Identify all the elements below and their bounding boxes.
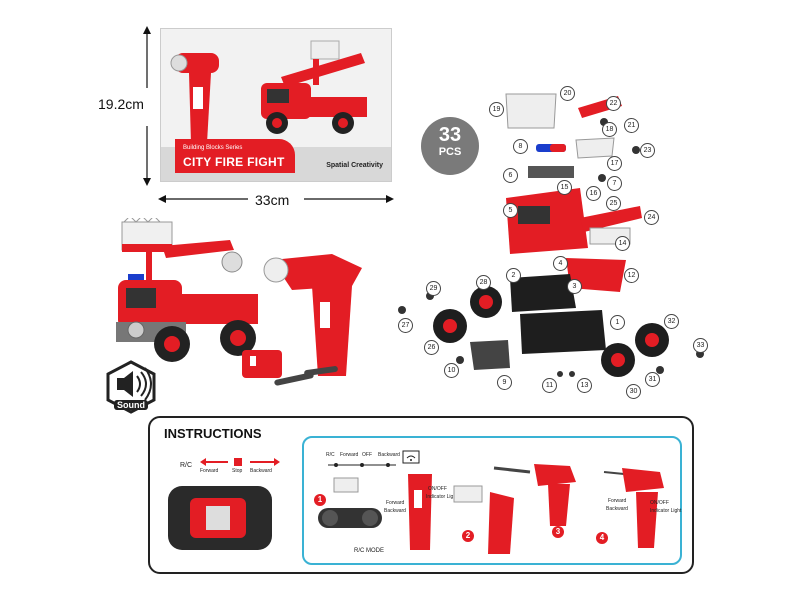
- width-dimension-label: 33cm: [255, 192, 290, 208]
- instructions-panel: INSTRUCTIONS R/C Forward Stop Backward R…: [148, 416, 694, 574]
- box-spatial-text: Spatial Creativity: [326, 162, 383, 169]
- battery-pack: [242, 350, 282, 378]
- pieces-unit: PCS: [438, 146, 462, 158]
- chassis-bottom-view: [168, 486, 272, 550]
- step-2-badge: 2: [462, 530, 474, 542]
- part-label: 21: [624, 118, 639, 133]
- box-series-text: Building Blocks Series: [183, 145, 243, 151]
- part-label: 15: [557, 180, 572, 195]
- assembled-fire-truck: [116, 218, 258, 362]
- part-label: 33: [693, 338, 708, 353]
- step-4-illustration: [603, 468, 664, 548]
- part-label: 31: [645, 372, 660, 387]
- step4-backward-label: Backward: [606, 506, 628, 512]
- step-4-badge: 4: [596, 532, 608, 544]
- product-box: Building Blocks Series CITY FIRE FIGHT S…: [160, 28, 392, 182]
- part-label: 8: [513, 139, 528, 154]
- part-label: 12: [624, 268, 639, 283]
- part-label: 19: [489, 102, 504, 117]
- step4-indicator-light-label: Indicator Light: [650, 508, 682, 514]
- dial-forward-label: Forward: [340, 452, 359, 458]
- part-label: 1: [610, 315, 625, 330]
- step-1-badge: 1: [314, 494, 326, 506]
- step-3-badge: 3: [552, 526, 564, 538]
- rc-mode-label: R/C MODE: [354, 548, 384, 554]
- part-label: 2: [506, 268, 521, 283]
- part-label: 18: [602, 122, 617, 137]
- part-label: 28: [476, 275, 491, 290]
- part-label: 26: [424, 340, 439, 355]
- remote-forward-label: Forward: [386, 500, 405, 506]
- pieces-count-badge: 33 PCS: [421, 117, 479, 175]
- height-dimension-label: 19.2cm: [98, 96, 144, 112]
- step-1-remote: [408, 474, 432, 550]
- rc-switch-icon: [200, 458, 280, 466]
- part-label: 13: [577, 378, 592, 393]
- step-2-illustration: [453, 485, 514, 554]
- part-label: 23: [640, 143, 655, 158]
- box-title-banner: [175, 139, 295, 173]
- height-dimension-arrows: [143, 26, 151, 186]
- part-label: 16: [586, 186, 601, 201]
- exploded-parts-diagram: [398, 93, 704, 377]
- part-label: 17: [607, 156, 622, 171]
- part-label: 9: [497, 375, 512, 390]
- screwdriver-bits: [274, 366, 338, 386]
- part-label: 27: [398, 318, 413, 333]
- backward-label: Backward: [250, 468, 272, 474]
- part-label: 3: [567, 279, 582, 294]
- part-label: 14: [615, 236, 630, 251]
- step-1-illustration: [318, 477, 382, 528]
- sound-label: Sound: [117, 400, 145, 410]
- dial-rc-label: R/C: [326, 452, 335, 458]
- part-label: 30: [626, 384, 641, 399]
- rc-label: R/C: [180, 462, 193, 469]
- instructions-title: INSTRUCTIONS: [164, 426, 262, 441]
- dial-backward-label: Backward: [378, 452, 400, 458]
- instructions-steps-frame: R/C Forward OFF Backward 1 R/C MODE ON/O…: [302, 436, 682, 565]
- part-label: 29: [426, 281, 441, 296]
- wifi-icon: [402, 450, 420, 464]
- part-label: 11: [542, 378, 557, 393]
- remote-drill: [263, 254, 362, 376]
- part-label: 22: [606, 96, 621, 111]
- step4-on-off-label: ON/OFF: [650, 500, 669, 506]
- remote-backward-label: Backward: [384, 508, 406, 514]
- part-label: 6: [503, 168, 518, 183]
- sound-badge: [106, 360, 156, 414]
- part-label: 24: [644, 210, 659, 225]
- part-label: 32: [664, 314, 679, 329]
- part-label: 7: [607, 176, 622, 191]
- box-drill-illustration: [170, 53, 219, 143]
- box-truck-illustration: [261, 40, 367, 134]
- part-label: 10: [444, 363, 459, 378]
- mode-dial-icon: [328, 463, 396, 467]
- pieces-count: 33: [438, 124, 462, 146]
- indicator-light-label: Indicator Light: [426, 494, 458, 500]
- part-label: 25: [606, 196, 621, 211]
- width-dimension-arrows: [158, 195, 394, 203]
- part-label: 4: [553, 256, 568, 271]
- forward-label: Forward: [200, 468, 219, 474]
- step-3-illustration: [493, 464, 576, 526]
- part-label: 20: [560, 86, 575, 101]
- step4-forward-label: Forward: [608, 498, 627, 504]
- on-off-label: ON/OFF: [428, 486, 447, 492]
- box-title: CITY FIRE FIGHT: [183, 155, 285, 169]
- part-label: 5: [503, 203, 518, 218]
- dial-off-label: OFF: [362, 452, 372, 458]
- stop-label: Stop: [232, 468, 243, 474]
